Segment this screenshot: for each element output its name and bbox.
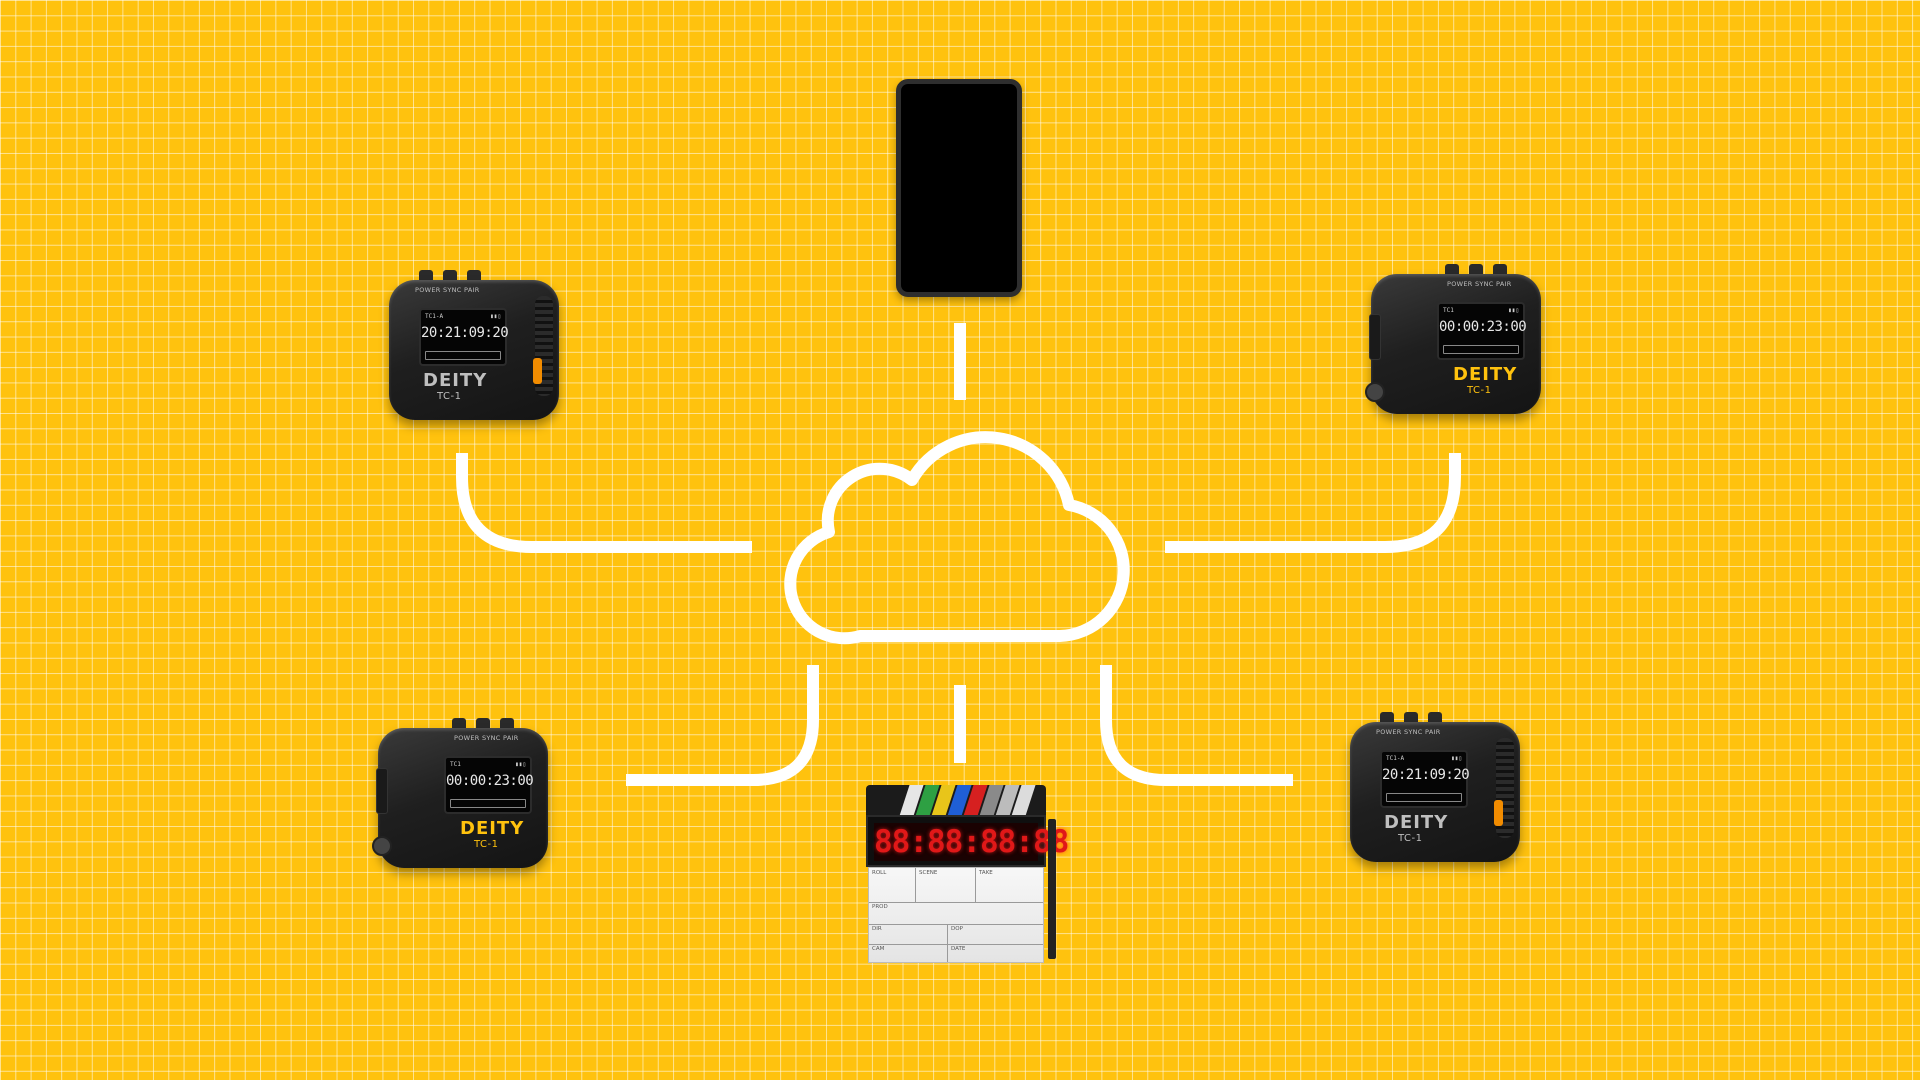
link-bottom-right [1100,665,1293,786]
slate-writing-board: ROLL SCENE TAKE PROD DIR DOP CAM DATE [868,867,1044,963]
device-model: TC-1 [1467,385,1492,396]
device-usb-port [533,358,542,384]
device-button-labels: POWER SYNC PAIR [454,734,519,742]
device-bnc-jack [372,836,392,856]
phone-screen [904,87,1014,289]
slate-field-dir: DIR [872,926,882,932]
slate-field-dop: DOP [951,926,963,932]
smartphone-icon [896,79,1022,297]
timecode-box-top-left: POWER SYNC PAIR TC1-A ▮▮▯ 20:21:09:20 DEI… [389,270,559,420]
device-status-bar [1443,345,1519,354]
slate-field-take: TAKE [979,870,993,876]
slate-field-prod: PROD [872,904,888,910]
device-status-bar [1386,793,1462,802]
device-screen-id: TC1 [1443,307,1454,314]
device-screen-id: TC1 [450,761,461,768]
battery-icon: ▮▮▯ [490,313,501,320]
device-timecode: 00:00:23:00 [446,773,534,789]
slate-field-date: DATE [951,946,966,952]
device-brand: DEITY [1384,812,1449,833]
slate-edge [1048,819,1056,959]
device-bnc-jack [1365,382,1385,402]
device-screen: TC1-A ▮▮▯ 20:21:09:20 [1380,750,1470,808]
link-top-right [1165,453,1461,553]
device-timecode: 20:21:09:20 [1382,767,1470,783]
device-model: TC-1 [474,839,499,850]
device-screen-id: TC1-A [425,313,444,320]
device-model: TC-1 [1398,833,1423,844]
device-screen: TC1-A ▮▮▯ 20:21:09:20 [419,308,509,366]
timecode-box-top-right: POWER SYNC PAIR TC1 ▮▮▯ 00:00:23:00 DEITY… [1365,264,1541,414]
device-screen: TC1 ▮▮▯ 00:00:23:00 [444,756,534,814]
device-side-port [376,768,388,814]
device-timecode: 00:00:23:00 [1439,319,1527,335]
link-bottom-left [626,665,819,786]
device-button-labels: POWER SYNC PAIR [415,286,480,294]
battery-icon: ▮▮▯ [515,761,526,768]
slate-timecode-panel: 88:88:88:88 [866,815,1069,867]
timecode-box-bottom-right: POWER SYNC PAIR TC1-A ▮▮▯ 20:21:09:20 DEI… [1350,712,1520,862]
device-timecode: 20:21:09:20 [421,325,509,341]
device-model: TC-1 [437,391,462,402]
device-button-labels: POWER SYNC PAIR [1376,728,1441,736]
slate-field-cam: CAM [872,946,885,952]
slate-field-scene: SCENE [919,870,938,876]
device-screen: TC1 ▮▮▯ 00:00:23:00 [1437,302,1527,360]
device-status-bar [450,799,526,808]
clapperboard-icon: 88:88:88:88 ROLL SCENE TAKE PROD DIR DOP… [862,785,1069,965]
device-status-bar [425,351,501,360]
link-top-left [456,453,752,553]
clapper-stick [866,785,1046,815]
device-brand: DEITY [423,370,488,391]
slate-timecode-display: 88:88:88:88 [874,823,1069,861]
device-brand: DEITY [1453,364,1518,385]
battery-icon: ▮▮▯ [1508,307,1519,314]
device-usb-port [1494,800,1503,826]
slate-field-roll: ROLL [872,870,887,876]
device-brand: DEITY [460,818,525,839]
device-side-port [1369,314,1381,360]
cloud-icon [784,431,1130,645]
battery-icon: ▮▮▯ [1451,755,1462,762]
timecode-box-bottom-left: POWER SYNC PAIR TC1 ▮▮▯ 00:00:23:00 DEITY… [372,718,548,868]
device-button-labels: POWER SYNC PAIR [1447,280,1512,288]
device-screen-id: TC1-A [1386,755,1405,762]
